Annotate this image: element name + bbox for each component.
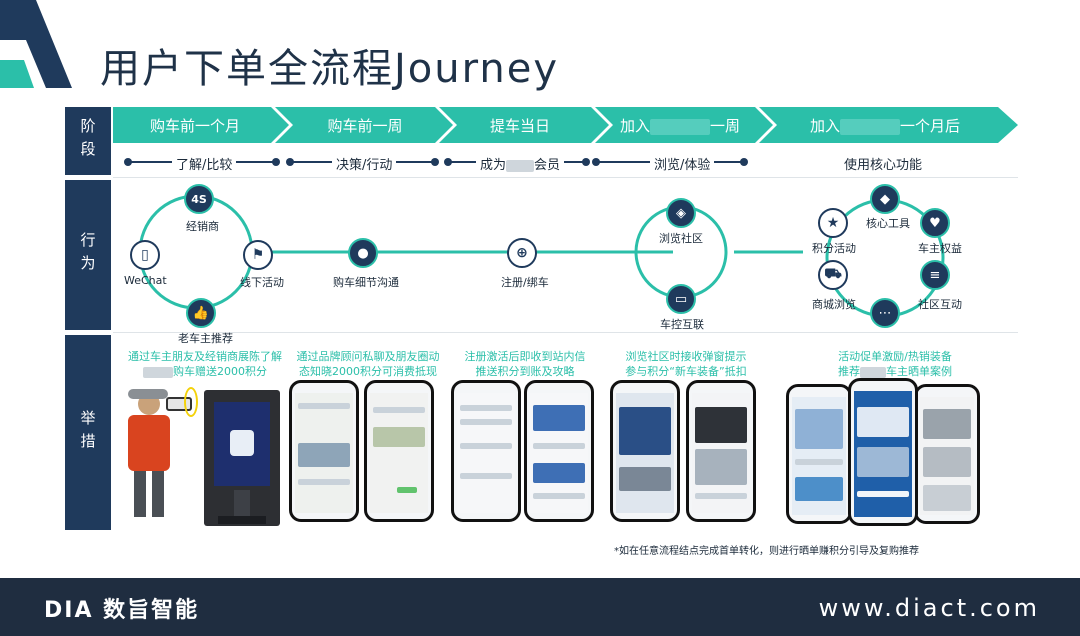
star-icon: ★ — [818, 208, 848, 238]
label-points-activity: 积分活动 — [812, 242, 856, 255]
measure-1: 通过车主朋友及经销商展陈了解 购车赠送2000积分 — [120, 349, 290, 379]
subphase-5: 使用核心功能 — [840, 154, 927, 173]
redacted-block — [840, 118, 900, 135]
kiosk-display — [204, 390, 280, 526]
label-wechat: WeChat — [124, 274, 167, 287]
redacted-block — [650, 118, 710, 135]
label-mall-browse: 商城浏览 — [812, 298, 856, 311]
label-detail-comm: 购车细节沟通 — [333, 276, 399, 289]
phone-mockup-new-car-gear — [686, 380, 756, 522]
measure-1-line-2-text: 购车赠送2000积分 — [173, 365, 267, 378]
redacted-block — [860, 366, 886, 378]
phase-5: 加入 一个月后 — [790, 115, 980, 136]
brand-logo-icon — [0, 0, 72, 88]
compass-icon: ◈ — [666, 198, 696, 228]
subphase-dot — [124, 158, 132, 166]
page-title: 用户下单全流程Journey — [100, 46, 559, 92]
phase-2: 购车前一周 — [327, 117, 403, 135]
measure-3-line-1: 注册激活后即收到站内信 — [464, 350, 586, 363]
measure-4-line-1: 浏览社区时接收弹窗提示 — [625, 350, 747, 363]
measure-1-line-1: 通过车主朋友及经销商展陈了解 — [128, 350, 282, 363]
subphase-dot — [582, 158, 590, 166]
phase-4-prefix: 加入 — [619, 117, 650, 135]
measure-3: 注册激活后即收到站内信 推送积分到账及攻略 — [450, 349, 600, 379]
subphase-dot — [272, 158, 280, 166]
subphase-dot — [286, 158, 294, 166]
subphase-3-suffix: 会员 — [534, 158, 561, 173]
phase-3: 提车当日 — [489, 117, 550, 135]
dealer-4s-icon: 4S — [184, 184, 214, 214]
measure-4: 浏览社区时接收弹窗提示 参与积分“新车装备”抵扣 — [606, 349, 766, 379]
row-divider — [113, 177, 1018, 178]
phone-mockup-inbox-message — [451, 380, 521, 522]
label-dealer: 经销商 — [186, 220, 219, 233]
phase-4-suffix: 一周 — [710, 117, 741, 135]
measure-5-line-2-suffix: 车主晒单案例 — [886, 365, 952, 378]
label-referral: 老车主推荐 — [178, 332, 233, 345]
subphase-dot — [592, 158, 600, 166]
row-divider — [113, 332, 1018, 333]
subphase-3: 成为 会员 — [476, 154, 565, 173]
label-core-tools: 核心工具 — [866, 217, 910, 230]
subphase-2: 决策/行动 — [332, 154, 397, 173]
label-register: 注册/绑车 — [501, 276, 549, 289]
measure-4-line-2: 参与积分“新车装备”抵扣 — [625, 365, 747, 378]
user-add-icon: ⊕ — [507, 238, 537, 268]
measure-5-line-2: 推荐 车主晒单案例 — [800, 364, 990, 379]
phone-mockup-community-popup — [610, 380, 680, 522]
phase-4: 加入 一周 — [600, 115, 760, 136]
chat-icon: ≡ — [920, 260, 950, 290]
footer: DIA 数旨智能 www.diact.com — [0, 578, 1080, 636]
phone-mockup-wechat-chat — [289, 380, 359, 522]
measure-1-line-2: 购车赠送2000积分 — [120, 364, 290, 379]
car-icon: ▭ — [666, 284, 696, 314]
row-label-behavior: 行为 — [65, 180, 111, 330]
redacted-block — [143, 366, 173, 378]
measure-2-line-1: 通过品牌顾问私聊及朋友圈动 — [296, 350, 440, 363]
label-community-interact: 社区互动 — [918, 298, 962, 311]
row-label-measure: 举措 — [65, 335, 111, 530]
subphase-3-prefix: 成为 — [480, 158, 507, 173]
phase-5-prefix: 加入 — [809, 117, 840, 135]
measure-2: 通过品牌顾问私聊及朋友圈动 态知晓2000积分可消费抵现 — [288, 349, 448, 379]
subphase-1: 了解/比较 — [172, 154, 237, 173]
phase-1: 购车前一个月 — [149, 117, 240, 135]
phone-mockup-promo-center — [848, 378, 918, 526]
more-icon: ⋯ — [870, 298, 900, 328]
phone-mockup-points-guide — [524, 380, 594, 522]
measure-5-line-2-prefix: 推荐 — [838, 365, 860, 378]
measure-3-line-2: 推送积分到账及攻略 — [475, 365, 575, 378]
phone-mockup-moments — [364, 380, 434, 522]
heart-icon: ♥ — [920, 208, 950, 238]
user-icon: ● — [348, 238, 378, 268]
phone-mockup-promo-right — [914, 384, 980, 524]
subphase-dot — [444, 158, 452, 166]
redacted-block — [506, 159, 535, 172]
promoter-photo — [122, 385, 202, 525]
measure-5-line-1: 活动促单激励/热销装备 — [838, 350, 952, 363]
row-label-stage: 阶段 — [65, 107, 111, 175]
phone-icon: ▯ — [130, 240, 160, 270]
footer-brand: DIA 数旨智能 — [44, 598, 200, 623]
subphase-4: 浏览/体验 — [650, 154, 715, 173]
flag-icon: ⚑ — [243, 240, 273, 270]
label-owner-rights: 车主权益 — [918, 242, 962, 255]
footer-url[interactable]: www.diact.com — [818, 594, 1040, 622]
cube-icon: ◆ — [870, 184, 900, 214]
measure-5: 活动促单激励/热销装备 推荐 车主晒单案例 — [800, 349, 990, 379]
phone-mockup-promo-left — [786, 384, 852, 524]
cart-icon: ⛟ — [818, 260, 848, 290]
thumbs-up-icon: 👍 — [186, 298, 216, 328]
measure-2-line-2: 态知晓2000积分可消费抵现 — [299, 365, 437, 378]
footnote: *如在任意流程结点完成首单转化，则进行晒单赚积分引导及复购推荐 — [614, 546, 919, 557]
subphase-dot — [431, 158, 439, 166]
subphase-dot — [740, 158, 748, 166]
phase-5-suffix: 一个月后 — [900, 117, 961, 135]
label-car-control: 车控互联 — [660, 318, 704, 331]
label-offline: 线下活动 — [240, 276, 284, 289]
label-browse-community: 浏览社区 — [659, 232, 703, 245]
